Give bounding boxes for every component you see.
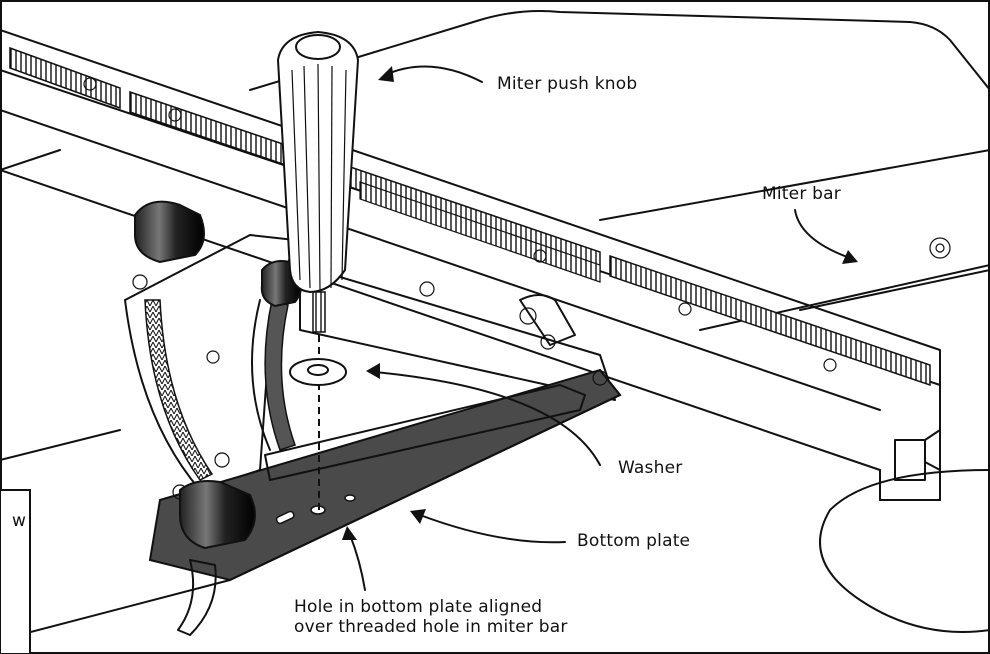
callout-arrows bbox=[342, 65, 858, 591]
left-inset-box bbox=[0, 489, 31, 654]
miter-fence bbox=[0, 29, 951, 501]
lock-knobs bbox=[134, 200, 303, 550]
label-left-fragment: w bbox=[12, 511, 26, 531]
label-hole-line-1: Hole in bottom plate aligned bbox=[294, 597, 542, 617]
label-miter-push-knob: Miter push knob bbox=[497, 74, 637, 94]
miter-gauge-body bbox=[124, 234, 622, 636]
label-hole-line-2: over threaded hole in miter bar bbox=[294, 617, 568, 637]
label-miter-bar: Miter bar bbox=[762, 184, 841, 204]
label-bottom-plate: Bottom plate bbox=[577, 531, 690, 551]
miter-push-knob-illustration bbox=[276, 30, 360, 510]
label-washer: Washer bbox=[618, 458, 682, 478]
